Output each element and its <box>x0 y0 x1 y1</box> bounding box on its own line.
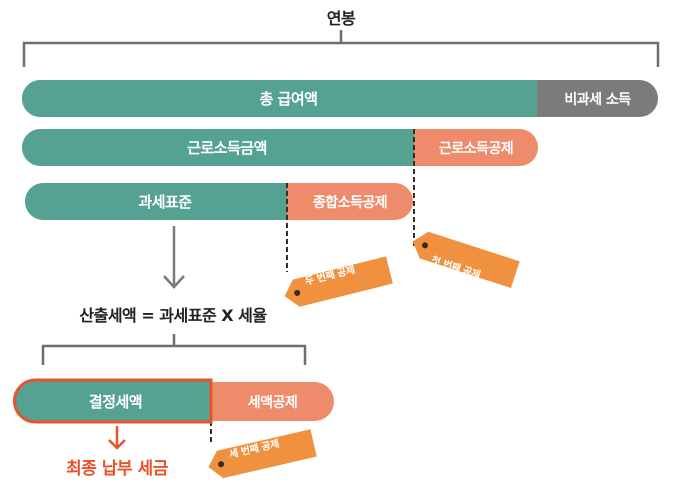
down-arrow-icon <box>163 226 185 289</box>
first-deduction-tag-icon <box>412 231 520 289</box>
red-down-arrow-icon <box>108 426 126 450</box>
determined-tax-bar <box>13 378 213 424</box>
formula-label: 산출세액 = 과세표준 X 세율 <box>79 306 267 325</box>
non-taxable-label: 비과세 소득 <box>564 91 631 108</box>
gross-salary-bar <box>22 80 537 117</box>
formula-bracket <box>41 334 307 365</box>
tax-credit-label: 세액공제 <box>247 394 298 411</box>
salary-bracket <box>22 30 660 67</box>
tax-base-bar <box>25 183 288 220</box>
gross-salary-label: 총 급여액 <box>259 90 318 108</box>
final-tax-label: 최종 납부 세금 <box>66 458 168 479</box>
earned-income-label: 근로소득금액 <box>187 139 267 157</box>
salary-label: 연봉 <box>326 9 356 28</box>
comprehensive-deduction-label: 종합소득공제 <box>312 194 388 211</box>
tax-base-label: 과세표준 <box>138 193 192 211</box>
second-deduction-tag-icon <box>284 256 393 307</box>
earned-income-deduction-label: 근로소득공제 <box>438 140 514 157</box>
third-deduction-tag-icon <box>208 429 317 479</box>
tax-credit-bar <box>190 382 334 421</box>
earned-income-bar <box>22 129 414 166</box>
determined-tax-label: 결정세액 <box>88 392 143 411</box>
